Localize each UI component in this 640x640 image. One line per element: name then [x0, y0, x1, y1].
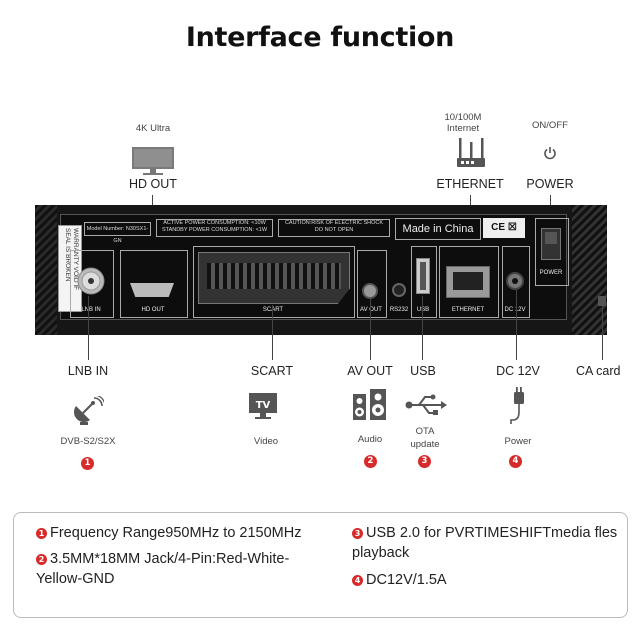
- ethernet-top-label: ETHERNET: [436, 177, 504, 191]
- ethernet-port-frame: [439, 246, 499, 318]
- made-in-label: Made in China: [395, 218, 481, 240]
- tv-icon: TV: [248, 392, 278, 427]
- lnb-in-sub-label: DVB-S2/S2X: [60, 436, 116, 447]
- scart-port[interactable]: [198, 252, 350, 304]
- scart-port-label: SCART: [193, 307, 353, 313]
- caution-label: CAUTION:RISK OF ELECTRIC SHOCK DO NOT OP…: [278, 219, 390, 237]
- dc-port-label: DC 12V: [504, 307, 526, 313]
- lnb-leader-line: [88, 296, 89, 360]
- speaker-icon: [352, 388, 388, 427]
- ethernet-port[interactable]: [446, 266, 490, 298]
- ca-leader-line: [602, 306, 603, 360]
- lnb-in-bottom-label: LNB IN: [67, 364, 109, 378]
- right-heat-fins: [572, 205, 607, 335]
- left-heat-fins: [35, 205, 57, 335]
- monitor-icon: [131, 146, 175, 181]
- badge-1-icon: 1: [81, 457, 94, 470]
- note-3-text: USB 2.0 for PVRTIMESHIFTmedia fles playb…: [352, 525, 618, 561]
- av-out-sub-label: Audio: [357, 434, 383, 445]
- hd-out-sub-label: 4K Ultra: [135, 123, 171, 134]
- badge-3-icon: 3: [418, 455, 431, 468]
- ce-mark-icon: CE ☒: [483, 218, 525, 238]
- svg-text:TV: TV: [256, 400, 271, 411]
- ethernet-port-label: ETHERNET: [451, 307, 485, 313]
- note-2-text: 3.5MM*18MM Jack/4-Pin:Red-White-Yellow-G…: [36, 551, 290, 587]
- hd-out-top-label: HD OUT: [129, 177, 177, 191]
- usb-icon: [405, 394, 447, 421]
- ca-card-slot[interactable]: [598, 296, 606, 306]
- av-out-port-frame: [357, 250, 387, 318]
- power-switch-label: POWER: [539, 270, 563, 276]
- ca-card-bottom-label: CA card: [576, 364, 621, 378]
- power-switch-frame: [535, 218, 569, 286]
- note-4-badge-icon: 4: [352, 575, 363, 586]
- power-adapter-icon: [507, 386, 529, 431]
- dc-sub-label: Power: [504, 436, 532, 447]
- router-icon: [455, 136, 487, 177]
- lnb-in-port-label: LNB IN: [81, 307, 101, 313]
- dc-bottom-label: DC 12V: [496, 364, 540, 378]
- av-out-bottom-label: AV OUT: [347, 364, 393, 378]
- usb-port-label: USB: [416, 307, 430, 313]
- av-out-port-label: AV OUT: [360, 307, 382, 313]
- page-title: Interface function: [185, 22, 455, 53]
- lnb-in-port[interactable]: [76, 266, 106, 301]
- power-switch[interactable]: [541, 228, 561, 260]
- power-icon: [543, 146, 557, 165]
- note-1-badge-icon: 1: [36, 528, 47, 539]
- hdmi-port[interactable]: [130, 283, 174, 297]
- scart-port-frame: [193, 246, 355, 318]
- power-top-label: POWER: [526, 177, 574, 191]
- dc-leader-line: [516, 290, 517, 360]
- usb-sub-label: OTA update: [410, 426, 440, 450]
- ethernet-sub-label: 10/100M Internet: [444, 112, 482, 134]
- av-leader-line: [370, 298, 371, 360]
- satellite-icon: [70, 394, 106, 431]
- scart-bottom-label: SCART: [250, 364, 294, 378]
- av-out-jack[interactable]: [362, 283, 378, 299]
- dc-power-jack[interactable]: [506, 272, 524, 290]
- scart-leader-line: [272, 305, 273, 360]
- scart-sub-label: Video: [253, 436, 279, 447]
- note-4-text: DC12V/1.5A: [366, 572, 447, 588]
- model-number-label: Model Number: N30SX1-GN: [84, 222, 151, 244]
- note-2-badge-icon: 2: [36, 554, 47, 565]
- usb-port[interactable]: [416, 258, 430, 294]
- power-sub-label: ON/OFF: [532, 120, 568, 131]
- usb-leader-line: [422, 296, 423, 360]
- note-3-badge-icon: 3: [352, 528, 363, 539]
- power-consumption-label: ACTIVE POWER CONSUMPTION: <10W STANDBY P…: [156, 219, 273, 237]
- rs232-jack[interactable]: [392, 283, 406, 297]
- rs232-port-label: RS232: [389, 307, 409, 313]
- usb-bottom-label: USB: [410, 364, 436, 378]
- hd-out-port-frame: [120, 250, 188, 318]
- spec-notes-box: [13, 512, 628, 618]
- lnb-in-port-frame: [70, 250, 114, 318]
- note-1-text: Frequency Range950MHz to 2150MHz: [50, 525, 302, 541]
- hd-out-port-label: HD OUT: [141, 307, 165, 313]
- badge-4-icon: 4: [509, 455, 522, 468]
- usb-port-frame: [411, 246, 437, 318]
- badge-2-icon: 2: [364, 455, 377, 468]
